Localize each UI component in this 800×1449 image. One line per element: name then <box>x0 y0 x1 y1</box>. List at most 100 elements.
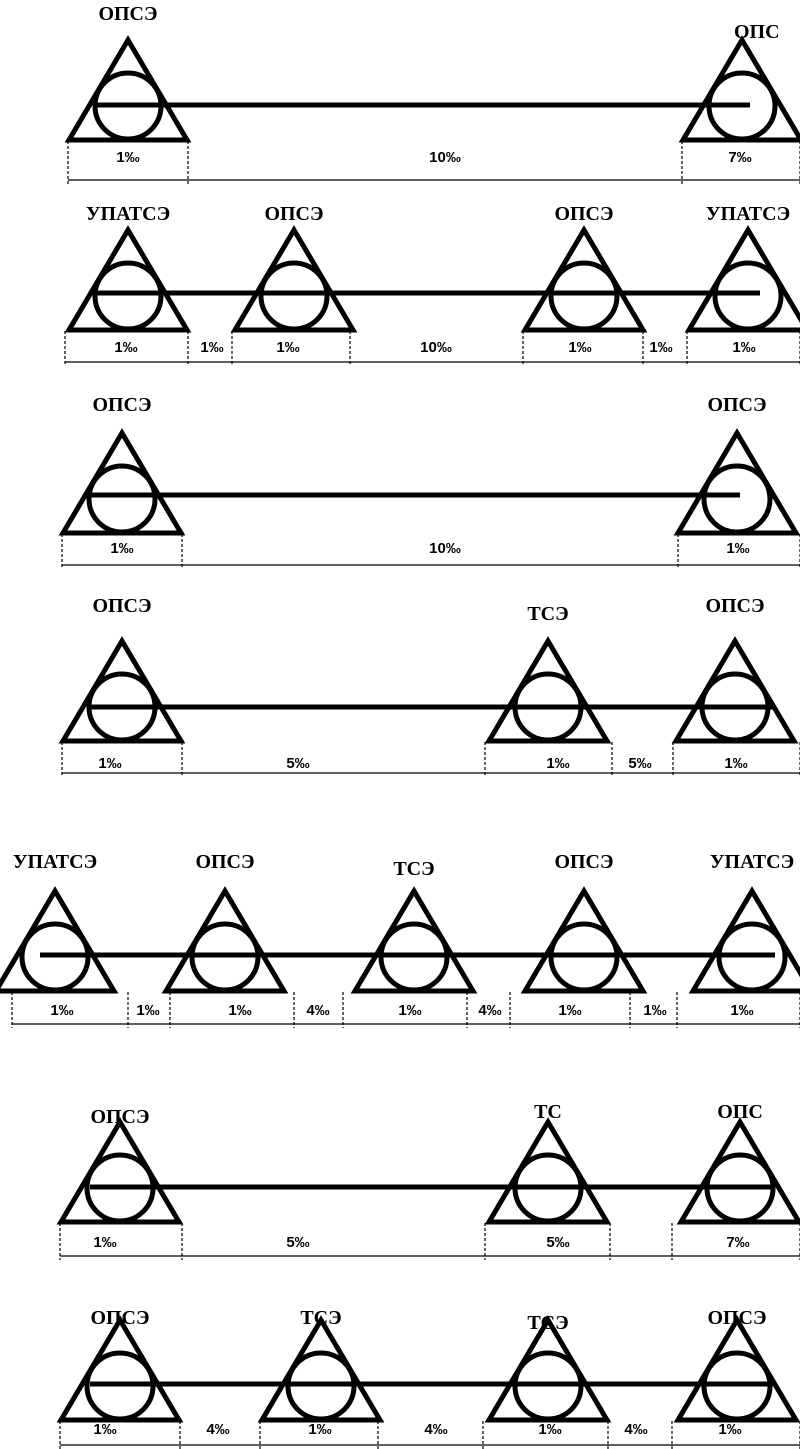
station-symbol <box>484 1315 612 1423</box>
slope-label: 1‰ <box>398 1002 421 1019</box>
slope-label: 5‰ <box>286 1234 309 1251</box>
station-circle <box>512 671 584 743</box>
station-label: ОПСЭ <box>554 851 613 873</box>
slope-label: 1‰ <box>538 1421 561 1438</box>
station-label: ОПСЭ <box>90 1307 149 1329</box>
slope-label: 1‰ <box>50 1002 73 1019</box>
station-symbol <box>484 636 612 744</box>
slope-label: 5‰ <box>546 1234 569 1251</box>
station-triangle <box>484 636 612 744</box>
slope-label: 1‰ <box>568 339 591 356</box>
slope-label: 1‰ <box>724 755 747 772</box>
station-symbol <box>56 1315 184 1423</box>
station-label: ОПСЭ <box>705 595 764 617</box>
station-symbol <box>64 35 192 143</box>
slope-label: 7‰ <box>728 149 751 166</box>
station-circle <box>189 921 261 993</box>
slope-label: 4‰ <box>206 1421 229 1438</box>
slope-label: 5‰ <box>628 755 651 772</box>
station-symbol <box>484 1117 612 1225</box>
station-symbol <box>673 428 800 536</box>
station-triangle <box>520 225 648 333</box>
station-symbol <box>161 886 289 994</box>
slope-label: 10‰ <box>420 339 452 356</box>
slope-label: 1‰ <box>732 339 755 356</box>
station-triangle <box>673 428 800 536</box>
station-label: ОПСЭ <box>92 595 151 617</box>
slope-label: 4‰ <box>478 1002 501 1019</box>
station-label: УПАТСЭ <box>710 851 794 873</box>
station-label: ОПСЭ <box>195 851 254 873</box>
station-symbol <box>64 225 192 333</box>
slope-label: 1‰ <box>200 339 223 356</box>
slope-label: 4‰ <box>424 1421 447 1438</box>
station-triangle <box>520 886 648 994</box>
station-triangle <box>56 1117 184 1225</box>
station-triangle <box>0 886 119 994</box>
station-circle <box>706 70 778 142</box>
station-label: ТСЭ <box>393 858 434 880</box>
station-circle <box>699 671 771 743</box>
station-circle <box>716 921 788 993</box>
station-label: ОПСЭ <box>554 203 613 225</box>
station-symbol <box>257 1315 385 1423</box>
station-triangle <box>257 1315 385 1423</box>
station-symbol <box>678 35 800 143</box>
station-symbol <box>58 636 186 744</box>
slope-label: 1‰ <box>643 1002 666 1019</box>
slope-label: 1‰ <box>649 339 672 356</box>
station-circle <box>512 1350 584 1422</box>
station-circle <box>92 260 164 332</box>
slope-label: 1‰ <box>228 1002 251 1019</box>
slope-label: 1‰ <box>718 1421 741 1438</box>
station-triangle <box>58 428 186 536</box>
slope-label: 1‰ <box>98 755 121 772</box>
station-triangle <box>161 886 289 994</box>
station-circle <box>701 1350 773 1422</box>
station-label: ОПСЭ <box>707 394 766 416</box>
station-circle <box>86 463 158 535</box>
station-symbol <box>688 886 800 994</box>
slope-label: 1‰ <box>726 540 749 557</box>
station-triangle <box>673 1315 800 1423</box>
station-label: ОПСЭ <box>90 1106 149 1128</box>
station-triangle <box>56 1315 184 1423</box>
station-symbol <box>58 428 186 536</box>
station-label: ОПСЭ <box>92 394 151 416</box>
station-symbol <box>673 1315 800 1423</box>
station-symbol <box>230 225 358 333</box>
slope-label: 1‰ <box>558 1002 581 1019</box>
slope-label: 5‰ <box>286 755 309 772</box>
station-circle <box>86 671 158 743</box>
slope-label: 7‰ <box>726 1234 749 1251</box>
station-circle <box>548 921 620 993</box>
station-triangle <box>688 886 800 994</box>
station-triangle <box>676 1117 800 1225</box>
slope-label: 4‰ <box>306 1002 329 1019</box>
station-symbol <box>0 886 119 994</box>
slope-label: 1‰ <box>93 1421 116 1438</box>
station-circle <box>84 1152 156 1224</box>
station-circle <box>701 463 773 535</box>
station-circle <box>378 921 450 993</box>
slope-label: 1‰ <box>136 1002 159 1019</box>
station-label: ОПС <box>717 1101 763 1123</box>
slope-label: 1‰ <box>546 755 569 772</box>
slope-label: 1‰ <box>308 1421 331 1438</box>
slope-label: 10‰ <box>429 149 461 166</box>
station-symbol <box>671 636 799 744</box>
station-triangle <box>678 35 800 143</box>
station-triangle <box>484 1315 612 1423</box>
station-label: ТС <box>534 1101 562 1123</box>
slope-label: 4‰ <box>624 1421 647 1438</box>
station-symbol <box>520 886 648 994</box>
station-circle <box>512 1152 584 1224</box>
station-circle <box>548 260 620 332</box>
station-circle <box>258 260 330 332</box>
